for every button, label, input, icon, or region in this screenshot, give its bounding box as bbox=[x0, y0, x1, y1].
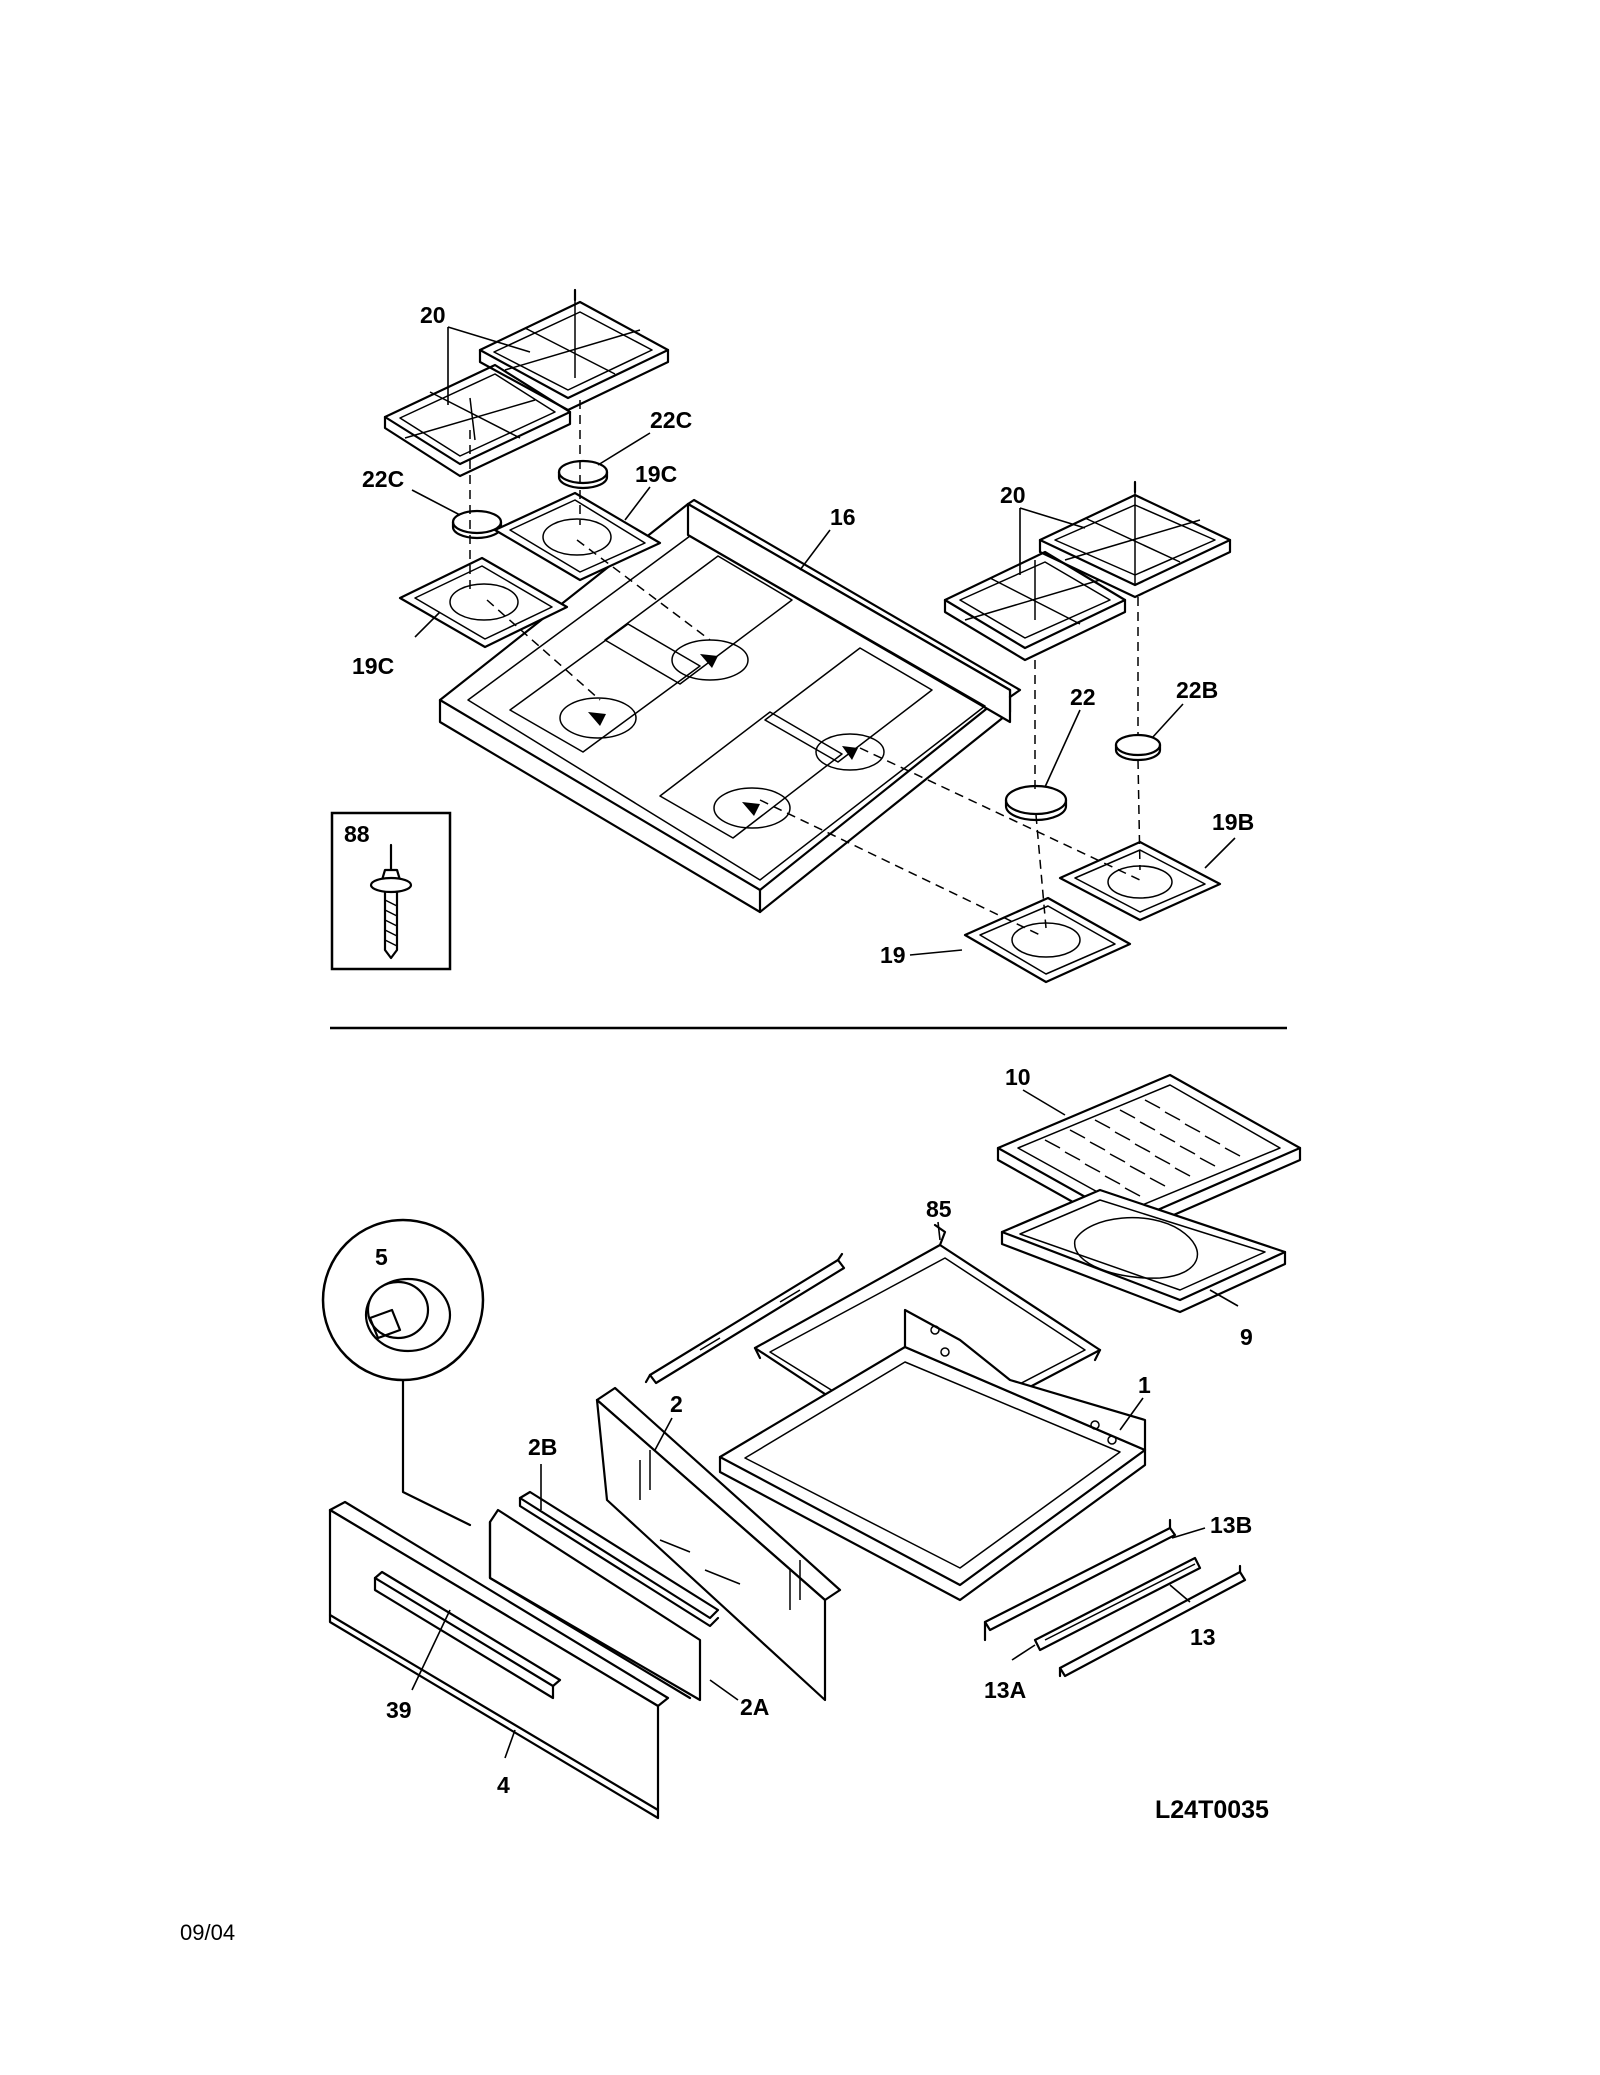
drawer-handle-part-39 bbox=[373, 1570, 562, 1700]
burner-pan-19c-upper bbox=[493, 491, 662, 582]
drawer-slide-part-13b bbox=[983, 1518, 1177, 1642]
drawer-panel-part-2a bbox=[488, 1508, 702, 1702]
callout-85: 85 bbox=[926, 1196, 952, 1222]
burner-cap-22c-right bbox=[557, 459, 609, 490]
burner-cap-22 bbox=[1004, 784, 1068, 822]
callout-19c-lower: 19C bbox=[352, 653, 394, 679]
lower-leader-lines bbox=[411, 1089, 1239, 1759]
callout-16: 16 bbox=[830, 504, 856, 530]
callout-20-right: 20 bbox=[1000, 482, 1026, 508]
burner-cap-22b bbox=[1114, 733, 1162, 762]
callout-22: 22 bbox=[1070, 684, 1096, 710]
drawing-code: L24T0035 bbox=[1155, 1796, 1269, 1824]
callout-5: 5 bbox=[375, 1244, 388, 1270]
callout-39: 39 bbox=[386, 1697, 412, 1723]
callout-19b: 19B bbox=[1212, 809, 1254, 835]
revision-date: 09/04 bbox=[180, 1920, 235, 1945]
drawer-panel-part-2b bbox=[518, 1490, 720, 1628]
callout-1: 1 bbox=[1138, 1372, 1151, 1398]
callout-13a: 13A bbox=[984, 1677, 1026, 1703]
knob-inset-part-5 bbox=[321, 1218, 485, 1527]
callout-2b: 2B bbox=[528, 1434, 557, 1460]
callout-2a: 2A bbox=[740, 1694, 769, 1720]
burner-pan-19 bbox=[963, 896, 1132, 984]
callout-9: 9 bbox=[1240, 1324, 1253, 1350]
callout-20-left: 20 bbox=[420, 302, 446, 328]
callout-2: 2 bbox=[670, 1391, 683, 1417]
callout-10: 10 bbox=[1005, 1064, 1031, 1090]
left-burner-grates-part-20 bbox=[383, 288, 670, 478]
callout-13b: 13B bbox=[1210, 1512, 1252, 1538]
burner-cap-22c-left bbox=[451, 509, 503, 540]
inset-box-part-88 bbox=[330, 811, 452, 971]
burner-pan-19c-lower bbox=[398, 556, 569, 649]
drawer-front-part-4 bbox=[328, 1500, 670, 1820]
alignment-lines bbox=[469, 400, 1141, 936]
callout-88: 88 bbox=[344, 821, 370, 847]
callout-22b: 22B bbox=[1176, 677, 1218, 703]
callout-19: 19 bbox=[880, 942, 906, 968]
main-top-part-16 bbox=[438, 498, 1022, 914]
callout-22c-left: 22C bbox=[362, 466, 404, 492]
callout-13: 13 bbox=[1190, 1624, 1216, 1650]
broiler-pan-part-9 bbox=[1000, 1188, 1287, 1314]
drawer-slide-part-13 bbox=[1058, 1564, 1247, 1678]
drawer-slide-part-13a bbox=[1033, 1556, 1202, 1652]
drawer-panel-part-2 bbox=[595, 1386, 842, 1702]
drawer-rail-upper bbox=[644, 1252, 846, 1385]
upper-leader-lines bbox=[411, 326, 1236, 956]
callout-4: 4 bbox=[497, 1772, 510, 1798]
callout-22c-right: 22C bbox=[650, 407, 692, 433]
drawer-body-part-1 bbox=[718, 1308, 1147, 1602]
right-burner-grates-part-20 bbox=[943, 480, 1232, 662]
callout-19c-upper: 19C bbox=[635, 461, 677, 487]
